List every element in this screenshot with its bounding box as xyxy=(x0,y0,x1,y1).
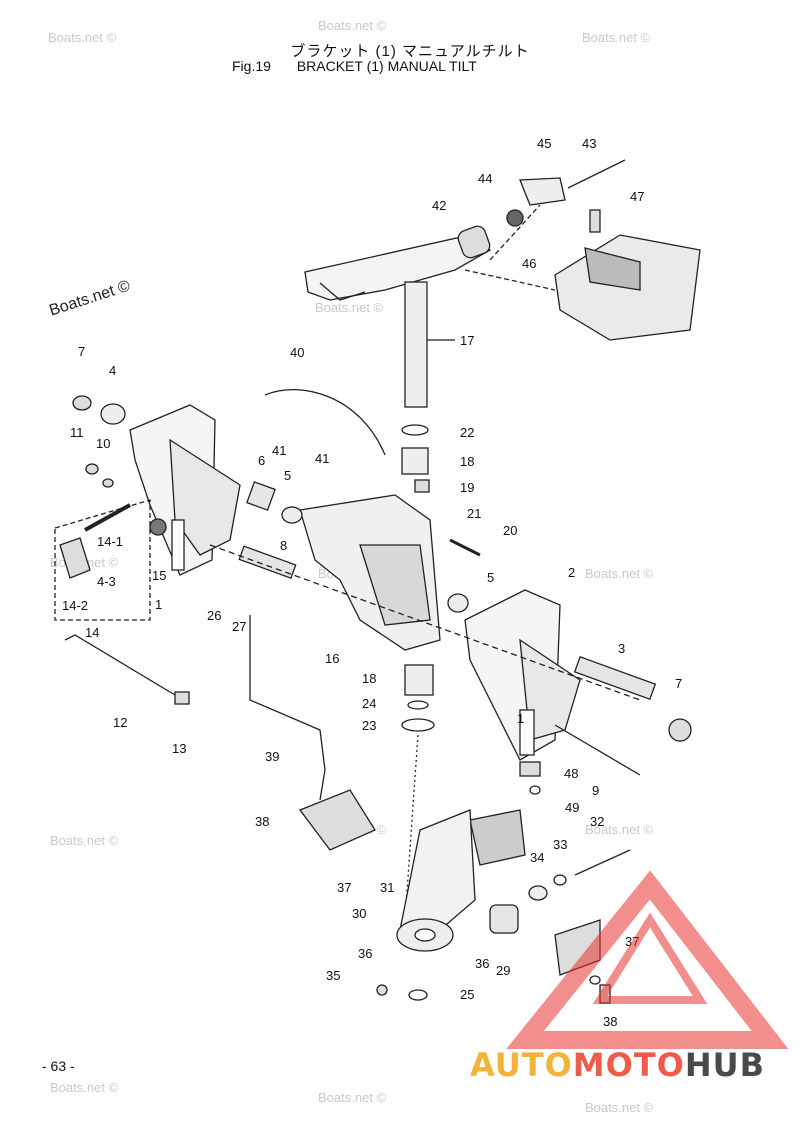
callout-label: 19 xyxy=(460,480,474,495)
watermark: Boats.net © xyxy=(585,566,654,581)
callout-label: 15 xyxy=(152,568,166,583)
callout-label: 4-3 xyxy=(97,574,116,589)
watermark: Boats.net © xyxy=(585,1100,654,1115)
callout-label: 7 xyxy=(675,676,682,691)
callout-label: 38 xyxy=(255,814,269,829)
callout-label: 5 xyxy=(284,468,291,483)
callout-label: 24 xyxy=(362,696,376,711)
callout-label: 16 xyxy=(325,651,339,666)
watermark: Boats.net © xyxy=(582,30,651,45)
watermark: Boats.net © xyxy=(50,833,119,848)
callout-label: 39 xyxy=(265,749,279,764)
callout-label: 11 xyxy=(70,425,84,440)
callout-label: 23 xyxy=(362,718,376,733)
callout-label: 41 xyxy=(272,443,286,458)
callout-label: 48 xyxy=(564,766,578,781)
title-japanese: ブラケット (1) マニュアルチルト xyxy=(290,43,530,60)
callout-label: 36 xyxy=(475,956,489,971)
autemotohub-triangle-logo xyxy=(506,870,789,1049)
callout-label: 26 xyxy=(207,608,221,623)
callout-label: 40 xyxy=(290,345,304,360)
callout-label: 8 xyxy=(280,538,287,553)
callout-label: 1 xyxy=(517,711,524,726)
callout-label: 18 xyxy=(362,671,376,686)
callout-label: 35 xyxy=(326,968,340,983)
watermark: Boats.net © xyxy=(48,30,117,45)
callout-label: 14-2 xyxy=(62,598,88,613)
callout-label: 14-1 xyxy=(97,534,123,549)
figure-title: Fig.19 BRACKET (1) MANUAL TILT xyxy=(232,58,477,74)
callout-label: 6 xyxy=(258,453,265,468)
logo-part-moto: MOTO xyxy=(572,1046,685,1084)
callout-label: 47 xyxy=(630,189,644,204)
callout-labels: 45 43 44 47 42 46 17 40 7 4 11 10 41 22 … xyxy=(62,136,682,1029)
callout-label: 18 xyxy=(460,454,474,469)
watermark: Boats.net © xyxy=(585,822,654,837)
callout-label: 4 xyxy=(109,363,116,378)
logo-part-auto: AUTO xyxy=(470,1046,573,1084)
callout-label: 46 xyxy=(522,256,536,271)
callout-label: 20 xyxy=(503,523,517,538)
callout-label: 45 xyxy=(537,136,551,151)
automotohub-logo: AUTOMOTOHUB xyxy=(470,1046,765,1084)
watermark: Boats.net © xyxy=(318,1090,387,1105)
figure-title-text: BRACKET (1) MANUAL TILT xyxy=(296,58,477,74)
logo-part-hub: HUB xyxy=(684,1046,766,1084)
callout-label: 36 xyxy=(358,946,372,961)
callout-label: 13 xyxy=(172,741,186,756)
callout-label: 21 xyxy=(467,506,481,521)
callout-label: 25 xyxy=(460,987,474,1002)
callout-label: 49 xyxy=(565,800,579,815)
callout-label: 30 xyxy=(352,906,366,921)
callout-label: 22 xyxy=(460,425,474,440)
watermark: Boats.net © xyxy=(318,18,387,33)
callout-label: 43 xyxy=(582,136,596,151)
figure-number: Fig.19 xyxy=(232,58,271,74)
callout-label: 10 xyxy=(96,436,110,451)
callout-label: 9 xyxy=(592,783,599,798)
callout-label: 29 xyxy=(496,963,510,978)
callout-label: 34 xyxy=(530,850,544,865)
callout-label: 38 xyxy=(603,1014,617,1029)
callout-label: 5 xyxy=(487,570,494,585)
callout-label: 44 xyxy=(478,171,492,186)
diagram-drawing xyxy=(54,159,701,1004)
logo-inner-triangle xyxy=(592,912,708,1004)
callout-label: 41 xyxy=(315,451,329,466)
callout-label: 12 xyxy=(113,715,127,730)
callout-label: 7 xyxy=(78,344,85,359)
callout-label: 3 xyxy=(618,641,625,656)
watermark: Boats.net © xyxy=(50,1080,119,1095)
callout-label: 33 xyxy=(553,837,567,852)
callout-label: 32 xyxy=(590,814,604,829)
page-number: - 63 - xyxy=(42,1058,75,1074)
callout-label: 31 xyxy=(380,880,394,895)
callout-label: 17 xyxy=(460,333,474,348)
watermark: Boats.net © xyxy=(315,300,384,315)
callout-label: 37 xyxy=(337,880,351,895)
callout-label: 14 xyxy=(85,625,99,640)
callout-label: 1 xyxy=(155,597,162,612)
callout-label: 42 xyxy=(432,198,446,213)
callout-label: 27 xyxy=(232,619,246,634)
callout-label: 2 xyxy=(568,565,575,580)
